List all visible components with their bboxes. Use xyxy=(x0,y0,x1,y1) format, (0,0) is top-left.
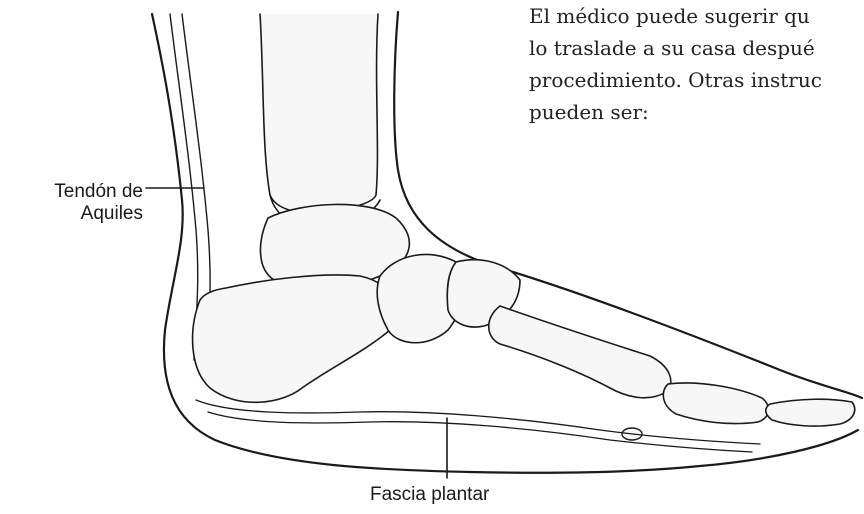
metatarsal-bone xyxy=(489,306,671,398)
achilles-tendon xyxy=(170,14,198,360)
plantar-fascia-lower xyxy=(208,412,752,452)
phalanx-proximal xyxy=(663,383,768,424)
achilles-tendon-label: Tendón de Aquiles xyxy=(8,181,143,225)
paragraph-line-2: lo traslade a su casa despué xyxy=(529,32,864,64)
paragraph-line-3: procedimiento. Otras instruc xyxy=(529,64,864,96)
calcaneus-bone xyxy=(193,275,394,402)
tibia-bone xyxy=(260,14,378,213)
achilles-label-line-1: Tendón de xyxy=(8,181,143,203)
paragraph-line-4: pueden ser: xyxy=(529,96,864,128)
plantar-fascia-label: Fascia plantar xyxy=(370,484,489,506)
instruction-paragraph: El médico puede sugerir qu lo traslade a… xyxy=(529,0,864,128)
phalanx-distal xyxy=(766,399,855,426)
paragraph-line-1: El médico puede sugerir qu xyxy=(529,0,864,32)
achilles-label-line-2: Aquiles xyxy=(8,203,143,225)
